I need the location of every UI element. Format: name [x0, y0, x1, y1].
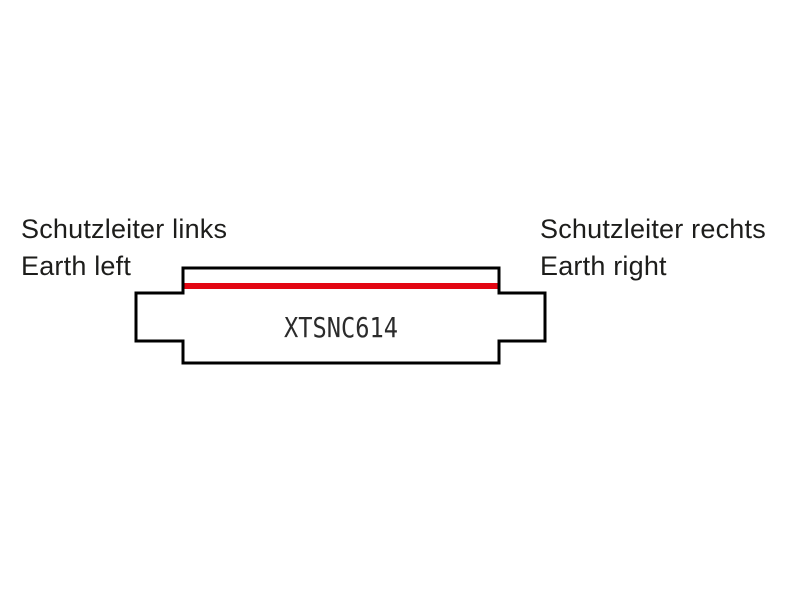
connector-outline: [134, 266, 547, 365]
left-earth-label-en: Earth left: [21, 251, 132, 281]
left-earth-label: Schutzleiter links Earth left: [21, 211, 227, 285]
right-earth-label-de: Schutzleiter rechts: [540, 214, 766, 244]
right-earth-label: Schutzleiter rechts Earth right: [540, 211, 766, 285]
right-earth-label-en: Earth right: [540, 251, 667, 281]
part-number-label: XTSNC614: [284, 311, 398, 344]
left-earth-label-de: Schutzleiter links: [21, 214, 228, 244]
